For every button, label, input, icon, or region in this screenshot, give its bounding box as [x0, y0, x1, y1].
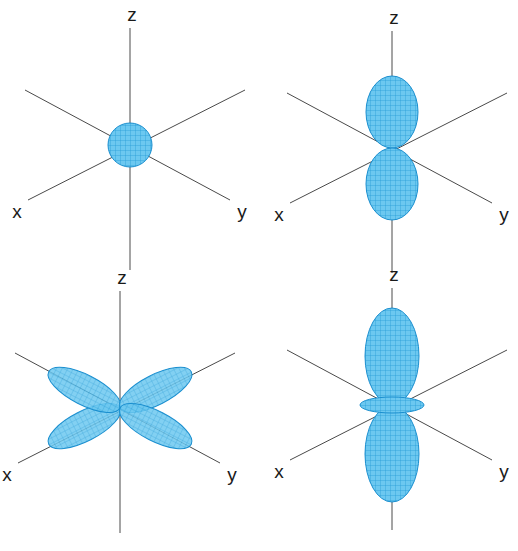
axis-label: y	[499, 462, 509, 481]
axis-label: x	[274, 462, 284, 481]
axis-label: x	[274, 205, 284, 224]
axis-label: y	[227, 465, 237, 484]
axis-label: z	[117, 268, 127, 287]
axis-label: z	[127, 5, 137, 24]
axis-label: y	[499, 205, 509, 224]
s-orbital	[108, 123, 152, 167]
pz-orbital	[366, 76, 418, 220]
d-orbital	[42, 358, 198, 457]
axis-label: x	[2, 465, 12, 484]
axis-label: z	[389, 8, 399, 27]
axis-label: y	[237, 202, 247, 221]
axis-label: z	[389, 265, 399, 284]
axes	[15, 28, 507, 533]
axis-label: x	[12, 202, 22, 221]
dz2-orbital	[360, 308, 424, 502]
